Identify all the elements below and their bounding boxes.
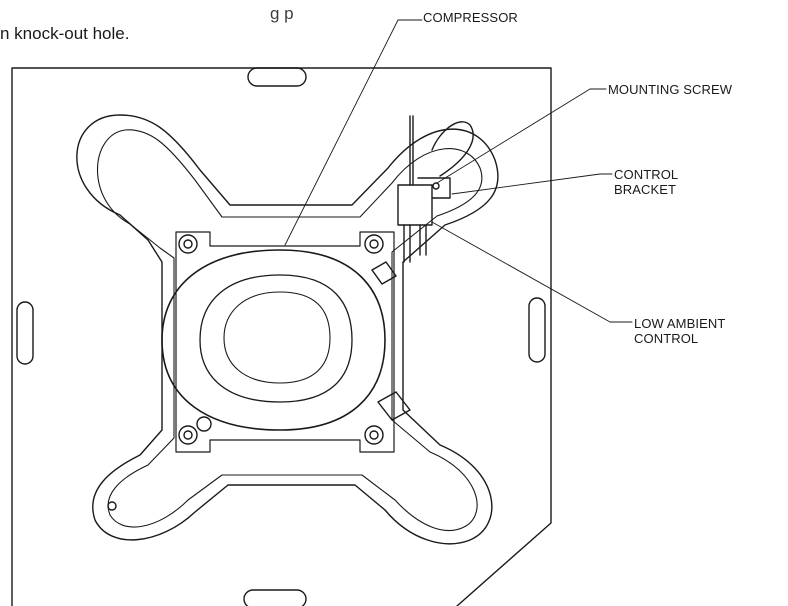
grommet-top-right	[364, 234, 384, 254]
grommet-top-left	[178, 234, 198, 254]
leader-mounting-screw	[436, 88, 607, 184]
intro-line-2: n knock-out hole.	[0, 24, 130, 43]
left-fitting	[196, 416, 212, 432]
callout-control-bracket: CONTROL BRACKET	[614, 167, 678, 197]
refrigerant-line	[431, 121, 474, 177]
right-slot	[528, 297, 546, 363]
leader-compressor	[284, 19, 423, 246]
grommet-bottom-right	[364, 425, 384, 445]
intro-line-1: g p	[270, 4, 294, 23]
terminal-box	[371, 261, 397, 285]
callout-compressor-text: COMPRESSOR	[423, 10, 518, 25]
callout-low-ambient-control: LOW AMBIENT CONTROL	[634, 316, 725, 346]
intro-text: g p n knock-out hole.	[0, 4, 294, 44]
top-slot	[247, 67, 307, 87]
control-bracket-body	[397, 184, 433, 226]
left-slot	[16, 301, 34, 365]
callout-low-ambient-line1: LOW AMBIENT	[634, 316, 726, 331]
callout-mounting-screw: MOUNTING SCREW	[608, 82, 732, 97]
leader-control-bracket	[451, 173, 613, 195]
base-pan-outline	[11, 67, 552, 606]
service-fitting	[377, 391, 411, 421]
compressor-body	[161, 249, 386, 431]
grommet-bottom-left	[178, 425, 198, 445]
callout-low-ambient-line2: CONTROL	[634, 331, 699, 346]
compressor-top-dome	[199, 274, 353, 403]
bottom-hole	[107, 501, 117, 511]
callout-compressor: COMPRESSOR	[423, 10, 518, 25]
x-base-outer	[76, 114, 499, 545]
compressor-frame	[175, 231, 395, 453]
leader-low-ambient	[431, 221, 633, 323]
callout-control-bracket-line2: BRACKET	[614, 182, 677, 197]
callout-mounting-screw-text: MOUNTING SCREW	[608, 82, 733, 97]
compressor-top-flat	[223, 291, 331, 384]
x-base-inner	[97, 129, 483, 531]
callout-control-bracket-line1: CONTROL	[614, 167, 679, 182]
bottom-slot	[243, 589, 307, 606]
mounting-screw-head	[432, 182, 440, 190]
control-bracket-plate	[417, 177, 451, 199]
capillary-tube	[409, 115, 414, 186]
bracket-tabs	[403, 224, 427, 263]
